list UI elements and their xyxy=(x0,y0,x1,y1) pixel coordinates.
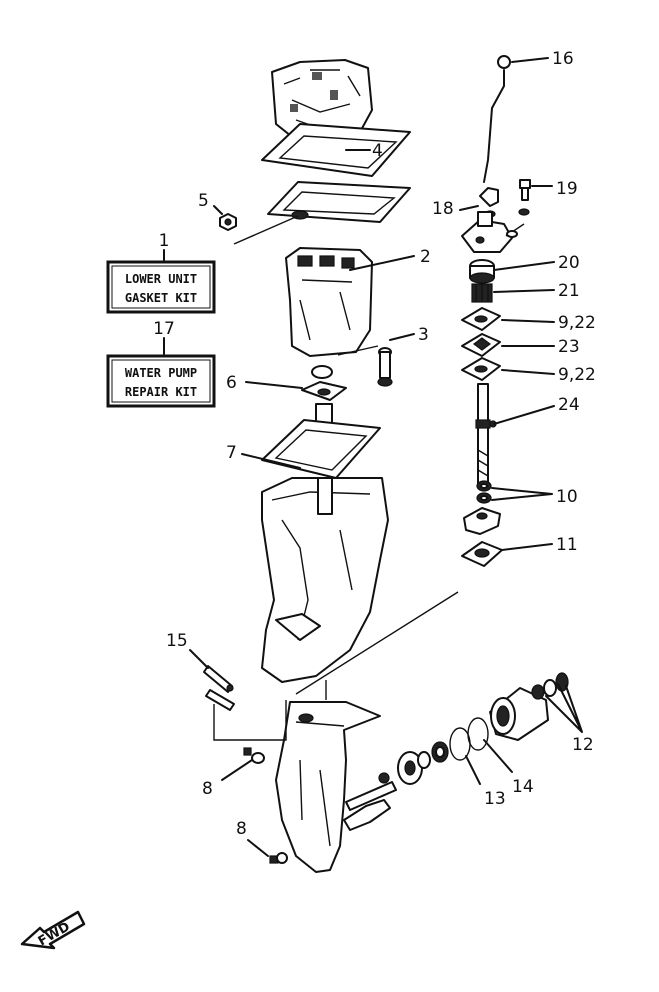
exhaust-guide xyxy=(285,247,373,357)
lower-unit-kit-line2: GASKET KIT xyxy=(125,291,197,305)
gearcase xyxy=(275,701,391,873)
bolt-8-upper xyxy=(243,747,265,764)
callout-19: 19 xyxy=(556,179,578,199)
callout-21: 21 xyxy=(558,281,580,301)
callout-10: 10 xyxy=(556,487,578,507)
powerhead-block xyxy=(271,59,373,147)
gasket-9-22-upper xyxy=(461,307,501,331)
bolt-19 xyxy=(505,179,531,238)
gasket-11 xyxy=(461,541,503,567)
bearing-housing xyxy=(463,507,501,535)
lower-unit-kit-line1: LOWER UNIT xyxy=(125,272,197,286)
callout-5: 5 xyxy=(198,191,209,211)
bearings-10 xyxy=(476,480,492,504)
callout-23: 23 xyxy=(558,337,580,357)
callout-20: 20 xyxy=(558,253,580,273)
bolt-8-lower xyxy=(269,852,288,864)
callout-numbers: 16 4 5 2 3 6 7 18 19 20 21 9,22 23 9,22 … xyxy=(166,49,596,839)
callout-8-lower: 8 xyxy=(236,819,247,839)
callout-14: 14 xyxy=(512,777,534,797)
impeller-21 xyxy=(471,283,493,303)
gasket-9-22-lower xyxy=(461,357,501,381)
anode-pins xyxy=(203,665,235,711)
water-pump-repair-kit-box: WATER PUMP REPAIR KIT xyxy=(106,354,216,408)
fwd-arrow-icon: FWD xyxy=(20,910,86,949)
lower-unit-gasket-kit-box: LOWER UNIT GASKET KIT xyxy=(106,260,216,314)
callout-16: 16 xyxy=(552,49,574,69)
water-pump-kit-line1: WATER PUMP xyxy=(125,366,197,380)
insert-cartridge-20 xyxy=(469,259,495,284)
callout-4: 4 xyxy=(372,141,383,161)
callout-2: 2 xyxy=(420,247,431,267)
water-pump-kit-line2: REPAIR KIT xyxy=(125,385,197,399)
upper-casing xyxy=(261,403,389,683)
callout-6: 6 xyxy=(226,373,237,393)
water-tube xyxy=(483,55,511,183)
kit-number-1: 1 xyxy=(159,231,170,251)
pump-housing xyxy=(461,211,513,253)
callout-3: 3 xyxy=(418,325,429,345)
callout-12: 12 xyxy=(572,735,594,755)
callout-7: 7 xyxy=(226,443,237,463)
kit-number-17: 17 xyxy=(153,319,175,339)
callout-24: 24 xyxy=(558,395,580,415)
callout-11: 11 xyxy=(556,535,578,555)
callout-9-22-upper: 9,22 xyxy=(558,313,596,333)
nut xyxy=(219,213,237,231)
fwd-label: FWD xyxy=(36,919,73,949)
plate-23 xyxy=(461,333,501,357)
callout-8-upper: 8 xyxy=(202,779,213,799)
gasket-6 xyxy=(301,365,347,401)
upper-gasket xyxy=(261,123,411,223)
dowel-pin xyxy=(377,347,393,387)
callout-9-22-lower: 9,22 xyxy=(558,365,596,385)
leader-lines xyxy=(189,57,583,857)
callout-15: 15 xyxy=(166,631,188,651)
callout-18: 18 xyxy=(432,199,454,219)
prop-shaft-assembly xyxy=(345,672,569,811)
lower-driveshaft xyxy=(475,383,497,485)
callout-13: 13 xyxy=(484,789,506,809)
